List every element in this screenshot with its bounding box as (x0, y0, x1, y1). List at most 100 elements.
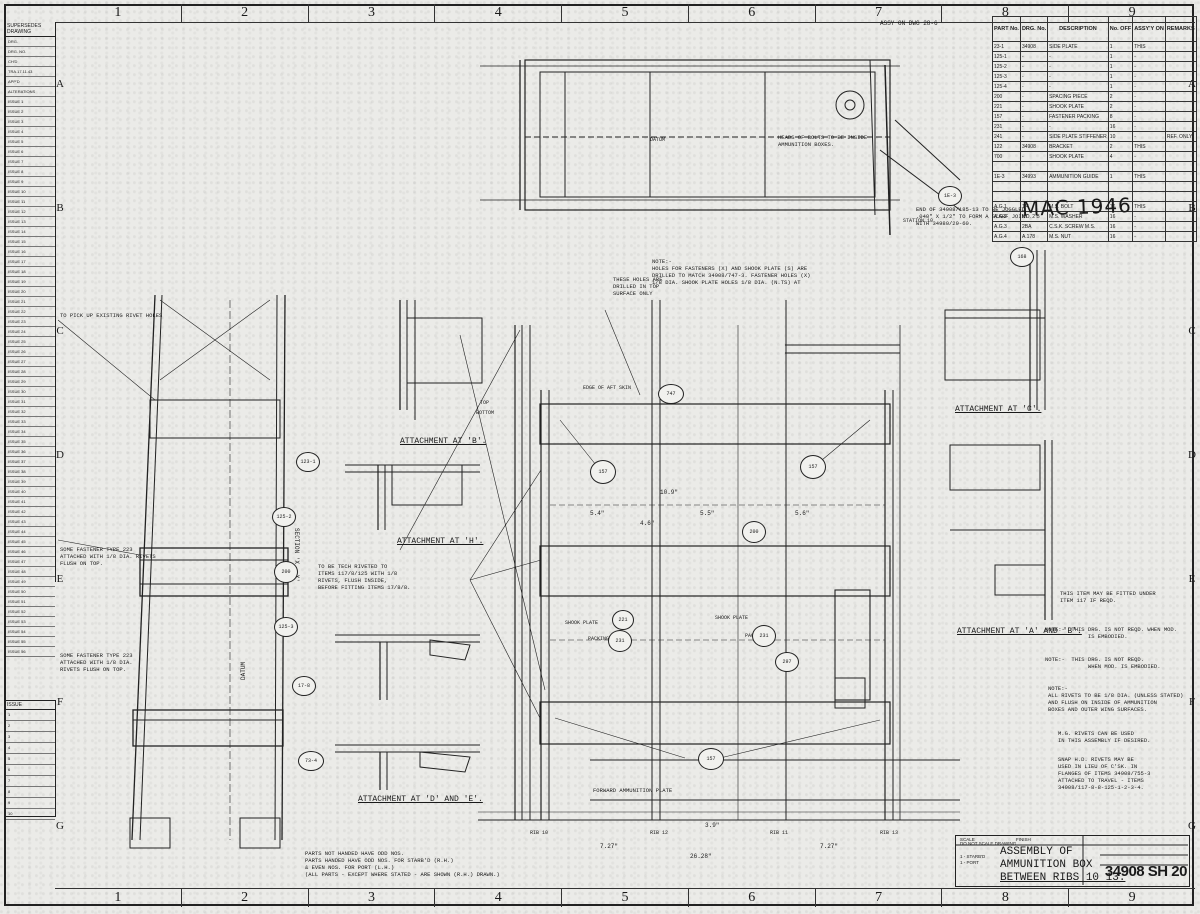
strip-row: ISSUE 46 (6, 547, 55, 557)
zone-number: 7 (816, 4, 943, 22)
strip-row: ISSUE 4 (6, 127, 55, 137)
strip-row: ISSUE 55 (6, 637, 55, 647)
strip-row: ISSUE 5 (6, 137, 55, 147)
parts-cell: A.178 (1019, 231, 1049, 242)
dimension: 7.27" (600, 843, 619, 850)
parts-cell: 16 (1107, 231, 1134, 242)
note-ab-2: NOTE:- THIS DRG. IS NOT REQD. WHEN MOD. … (1045, 656, 1161, 670)
scale-label: SCALE (960, 837, 975, 842)
col-header: DRG. No. (1019, 16, 1049, 42)
attachment-ab-detail (949, 440, 1053, 620)
part-balloon: 123-1 (296, 452, 320, 472)
attachment-c-label: ATTACHMENT AT 'C'. (955, 405, 1042, 414)
parts-cell (1164, 231, 1197, 242)
dimension: 4.6" (640, 520, 655, 527)
shook-plate-label-2: SHOOK PLATE (715, 615, 749, 621)
dimension: 10.9" (660, 489, 679, 496)
note-ab-1: NOTE:- THIS DRG. IS NOT REQD. WHEN MOD. … (1045, 626, 1178, 640)
strip-row: ALTERATIONS (6, 87, 55, 97)
these-holes-note: THESE HOLES ARE DRILLED IN TOP SURFACE O… (613, 276, 663, 297)
zone-letter: A (56, 77, 64, 90)
strip-row: ISSUE 21 (6, 297, 55, 307)
strip-row: ISSUE 44 (6, 527, 55, 537)
strip-row: DRG. (6, 37, 55, 47)
bottom-label: BOTTOM (476, 410, 495, 416)
zone-number: 6 (689, 889, 816, 907)
zone-number: 7 (816, 889, 943, 907)
attachment-b-label: ATTACHMENT AT 'B'. (400, 437, 487, 446)
strip-row: TRA.17.11.43 (6, 67, 55, 77)
issue-row: 7 (6, 776, 55, 787)
main-front-view (399, 300, 960, 821)
issue-row: 6 (6, 765, 55, 776)
strip-row: ISSUE 6 (6, 147, 55, 157)
strip-row: ISSUE 47 (6, 557, 55, 567)
assy-ref: ASSY ON DWG 28-6 (880, 20, 938, 27)
part-balloon: 125-2 (272, 507, 296, 527)
zone-number: 2 (182, 4, 309, 22)
strip-row: ISSUE 48 (6, 567, 55, 577)
strip-row: ISSUE 23 (6, 317, 55, 327)
strip-row: ISSUE 34 (6, 427, 55, 437)
zone-number: 9 (1128, 5, 1136, 20)
issue-row: 5 (6, 754, 55, 765)
strip-row: ISSUE 42 (6, 507, 55, 517)
zone-letter: C (56, 325, 64, 338)
strip-row: ISSUE 19 (6, 277, 55, 287)
issue-row: 3 (6, 732, 55, 743)
rib-10-label: RIB 10 (530, 830, 549, 836)
strip-row: ISSUE 10 (6, 187, 55, 197)
strip-row: ISSUE 49 (6, 577, 55, 587)
shook-plate-label: SHOOK PLATE (565, 620, 599, 626)
forward-plate-label: FORWARD AMMUNITION PLATE (593, 787, 673, 794)
tech-rivets-note: TO BE TECH RIVETED TO ITEMS 117/8/125 WI… (318, 563, 411, 591)
strip-row: ISSUE 16 (6, 247, 55, 257)
strip-row: ISSUE 7 (6, 157, 55, 167)
strip-row: ISSUE 30 (6, 387, 55, 397)
part-balloon: 231 (752, 625, 776, 647)
zone-number: 3 (309, 4, 436, 22)
zone-letter: D (56, 449, 64, 462)
zone-number: 9 (1128, 890, 1136, 905)
part-balloon: 200 (742, 521, 766, 543)
issue-row: 4 (6, 743, 55, 754)
attachment-b-detail (399, 300, 483, 420)
issue-row: 1 (6, 710, 55, 721)
strip-row: ISSUE 11 (6, 197, 55, 207)
strip-row: ISSUE 25 (6, 337, 55, 347)
dimension: 5.4" (590, 510, 605, 517)
attachment-ab-label: ATTACHMENT AT 'A' AND 'B'. (957, 627, 1082, 636)
part-balloon: 157 (800, 455, 826, 479)
strip-row: ISSUE 45 (6, 537, 55, 547)
strip-row: ISSUE 52 (6, 607, 55, 617)
attachment-c-detail (944, 250, 1046, 410)
attachment-h-label: ATTACHMENT AT 'H'. (397, 537, 484, 546)
strip-row: ISSUE 14 (6, 227, 55, 237)
title-line-2: AMMUNITION BOX (1000, 859, 1093, 871)
dimension: 5.6" (795, 510, 810, 517)
strip-row: ISSUE 54 (6, 627, 55, 637)
drawing-title: ASSEMBLY OF AMMUNITION BOX BETWEEN RIBS … (996, 846, 1128, 885)
zone-letter: F (56, 696, 64, 709)
zone-number: 4 (435, 889, 563, 907)
packing-label: PACKING (588, 636, 610, 642)
strip-row: ISSUE 13 (6, 217, 55, 227)
strip-row: DRG. NO. (6, 47, 55, 57)
strip-row: ISSUE 43 (6, 517, 55, 527)
pick-up-note: TO PICK UP EXISTING RIVET HOLES (60, 312, 163, 319)
strip-row: ISSUE 32 (6, 407, 55, 417)
rib-12-label: RIB 12 (650, 830, 669, 836)
part-balloon: 297 (775, 652, 799, 672)
zone-letter: F (1188, 696, 1196, 709)
zone-numbers-top: 1 2 3 4 5 6 7 8 9 (55, 4, 1195, 23)
strip-row: ISSUE 41 (6, 497, 55, 507)
